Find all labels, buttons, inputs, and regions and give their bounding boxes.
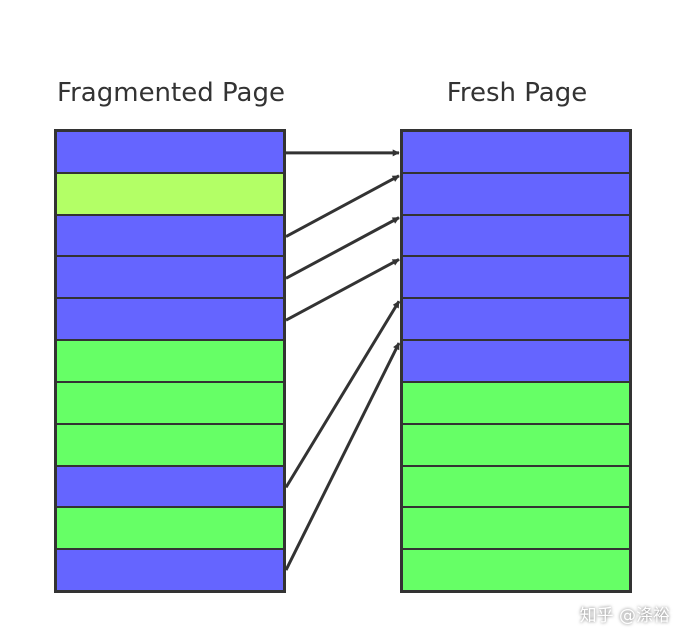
fresh-row-blue — [403, 257, 629, 300]
move-arrow — [285, 174, 400, 238]
fragmented-row-blue — [57, 257, 283, 300]
move-arrow — [285, 216, 400, 280]
fresh-page-title: Fresh Page — [446, 78, 588, 108]
fresh-row-green — [403, 508, 629, 551]
fresh-row-blue — [403, 215, 629, 258]
fresh-row-blue — [403, 132, 629, 174]
move-arrow — [284, 342, 401, 571]
fresh-row-blue — [403, 173, 629, 216]
fragmented-row-green — [57, 424, 283, 467]
fragmented-row-green — [57, 508, 283, 551]
fragmented-row-green — [57, 341, 283, 383]
fragmented-row-lime — [57, 173, 283, 216]
fragmented-row-blue — [57, 132, 283, 174]
fresh-row-blue — [403, 341, 629, 383]
fragmented-row-blue — [57, 550, 283, 590]
fresh-row-blue — [403, 299, 629, 342]
fresh-row-green — [403, 550, 629, 590]
move-arrow — [285, 258, 400, 322]
fresh-row-green — [403, 382, 629, 425]
fragmented-page — [54, 129, 286, 593]
fragmented-page-title: Fragmented Page — [57, 78, 285, 108]
fresh-row-green — [403, 466, 629, 509]
fragmented-row-green — [57, 382, 283, 425]
fragmented-row-blue — [57, 215, 283, 258]
fresh-row-green — [403, 424, 629, 467]
fragmented-row-blue — [57, 466, 283, 509]
fragmented-row-blue — [57, 299, 283, 342]
watermark: 知乎 @涤裕 — [579, 606, 670, 626]
move-arrow — [284, 300, 401, 489]
fresh-page — [400, 129, 632, 593]
